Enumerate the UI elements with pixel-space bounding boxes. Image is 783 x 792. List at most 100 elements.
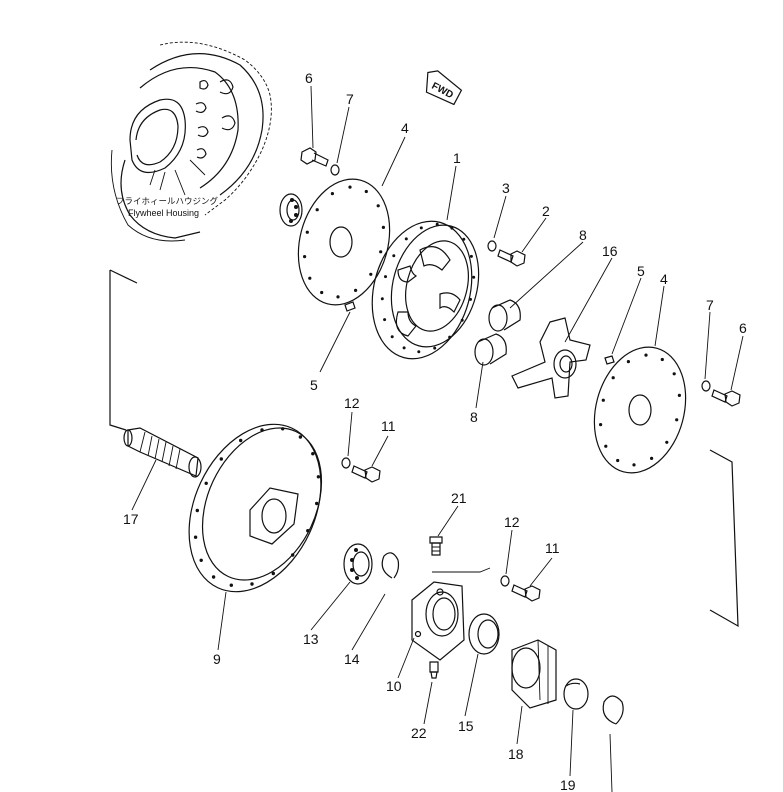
plate-4-upper-hole — [303, 255, 307, 259]
plate-4-upper-hole — [379, 250, 383, 254]
hub-1-hole — [469, 254, 473, 258]
callout-2: 2 — [542, 203, 550, 219]
housing-9-hole — [239, 438, 243, 443]
breather-21 — [429, 536, 443, 556]
callout-numbers: 6 7 4 1 3 2 8 16 5 4 7 6 5 8 12 11 17 21… — [123, 70, 747, 792]
plate-4-right-hole — [601, 398, 605, 402]
housing-9-hole — [211, 575, 216, 579]
plate-4-upper — [297, 178, 391, 306]
bracket-left — [109, 270, 127, 431]
pilot-bearing — [279, 193, 303, 227]
callout-10: 10 — [386, 678, 402, 694]
callout-17: 17 — [123, 511, 139, 527]
washer-3 — [487, 240, 497, 252]
plate-4-right-hole — [677, 393, 682, 397]
forward-direction-marker: FWD — [425, 70, 463, 106]
callout-4-right: 4 — [660, 271, 668, 287]
bolt-11-upper — [351, 465, 381, 483]
plate-4-right-hole — [660, 357, 664, 362]
callout-16: 16 — [602, 243, 618, 259]
housing-9-hole — [315, 501, 319, 506]
hub-1-hole — [390, 335, 394, 339]
callout-1: 1 — [453, 150, 461, 166]
plate-4-right-hole — [611, 376, 615, 380]
callout-18: 18 — [508, 746, 524, 762]
plate-4-right-hole — [644, 353, 648, 357]
plate-4-upper-hole — [381, 225, 385, 229]
callout-5-right: 5 — [637, 263, 645, 279]
plate-4-right-hole — [672, 372, 676, 376]
snap-ring-14 — [381, 552, 400, 579]
hub-1-hole — [433, 346, 437, 350]
cover-10 — [411, 581, 465, 661]
plate-4-right-hole — [632, 463, 636, 467]
fitting-22 — [429, 661, 439, 679]
bolt-11-lower — [511, 584, 541, 602]
housing-9-hole — [311, 452, 315, 456]
pin-5-right — [604, 355, 615, 365]
housing-9-hole — [298, 435, 303, 439]
housing-label-jp: フライホィールハウジング — [116, 196, 219, 207]
link-line-cover — [432, 567, 491, 573]
hub-1-hole — [383, 318, 387, 322]
plate-4-right-hole — [675, 418, 679, 422]
housing-9-hole — [229, 583, 233, 587]
callout-6-upper: 6 — [305, 70, 313, 86]
washer-12-lower — [500, 575, 510, 587]
housing-9-hole — [281, 427, 285, 431]
callout-7-upper: 7 — [346, 91, 354, 107]
plate-4-upper-hole — [348, 185, 352, 189]
hub-1-hole — [384, 275, 387, 279]
plate-4-upper-hole — [364, 189, 368, 194]
callout-11-lower: 11 — [545, 540, 560, 556]
bolt-6-right — [711, 389, 741, 407]
callout-11-upper: 11 — [381, 418, 396, 434]
washer-7-upper — [330, 164, 340, 176]
housing-9-hole — [199, 558, 203, 562]
hub-1-hole — [460, 318, 464, 322]
bolt-2 — [497, 249, 526, 267]
plate-4-upper-hole — [315, 208, 319, 212]
shaft-17 — [123, 427, 202, 478]
housing-9-hole — [271, 571, 275, 576]
housing-9-hole — [291, 553, 295, 557]
retaining-ring — [602, 695, 624, 725]
cage-18 — [511, 639, 557, 709]
plate-4-upper-hole — [308, 276, 312, 280]
cap-19 — [563, 678, 589, 710]
plate-4-upper-hole — [336, 295, 340, 299]
plate-4-right-hole — [626, 360, 631, 364]
callout-14: 14 — [344, 651, 360, 667]
hub-1-hole — [462, 237, 466, 241]
washer-7-right — [701, 380, 711, 392]
plate-4-right — [593, 346, 687, 474]
hub-1-hole — [419, 226, 423, 230]
housing-label-en: Flywheel Housing — [128, 208, 199, 218]
plate-4-upper-hole — [330, 192, 334, 196]
callout-22: 22 — [411, 725, 427, 741]
plate-4-upper-hole — [320, 290, 324, 295]
hub-1-hole — [417, 350, 421, 354]
hub-1-hole — [435, 222, 439, 226]
hub-1-hole — [404, 237, 408, 241]
hub-1-hole — [450, 226, 454, 230]
plate-4-upper-hole — [376, 204, 380, 208]
plate-4-upper-hole — [305, 230, 309, 234]
plate-4-right-hole — [604, 444, 608, 448]
plate-4-upper-hole — [369, 272, 373, 276]
callout-13: 13 — [303, 631, 319, 647]
housing-9-hole — [260, 428, 264, 432]
fwd-label: FWD — [430, 81, 455, 101]
bolt-6-upper — [300, 147, 329, 167]
flywheel-housing: フライホィールハウジング Flywheel Housing — [110, 41, 272, 242]
hub-1-hole — [402, 346, 406, 350]
hub-1-hole — [472, 275, 476, 279]
plate-4-right-hole — [650, 456, 654, 460]
callout-12-lower: 12 — [504, 514, 520, 530]
hub-1-hole — [469, 297, 472, 301]
seal-15 — [468, 613, 500, 655]
bushing-8-upper — [488, 299, 521, 332]
plate-4-upper-hole — [354, 288, 358, 292]
bracket-right — [709, 449, 739, 628]
callout-9: 9 — [213, 651, 221, 667]
